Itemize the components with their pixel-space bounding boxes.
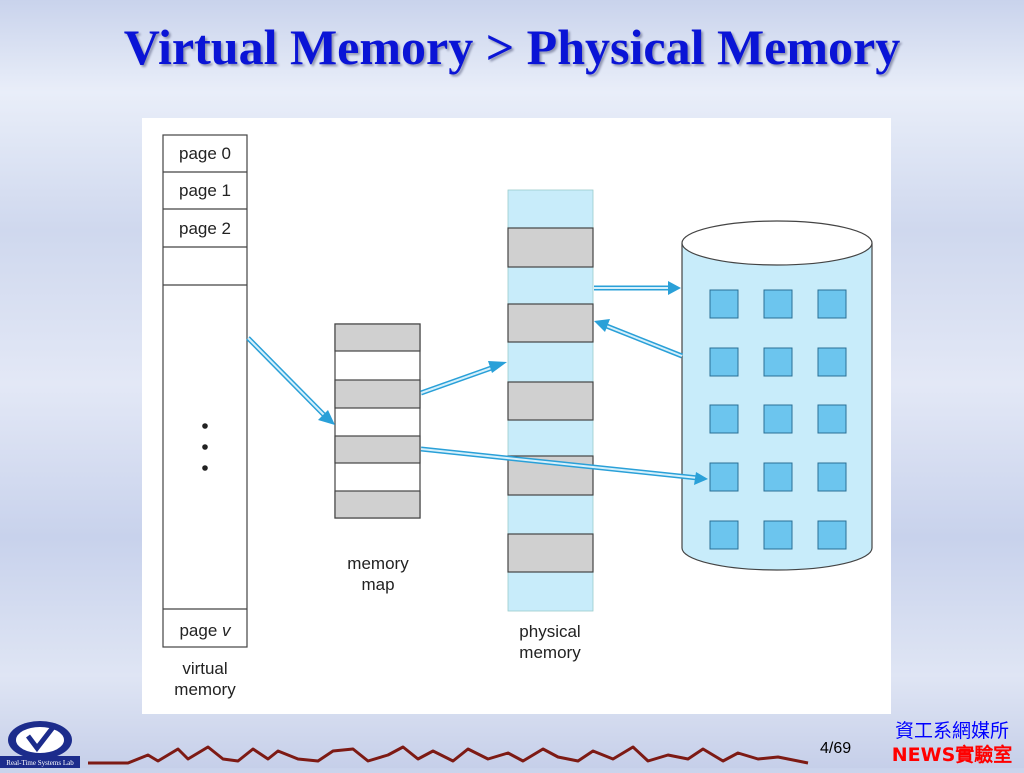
memory-map-entry: [334, 323, 421, 352]
virtual-memory-label: virtual: [182, 659, 227, 678]
arrow-physical-to-disk: [594, 281, 681, 295]
virtual-page-label: page 2: [179, 219, 231, 238]
memory-map-label: map: [361, 575, 394, 594]
disk-top: [681, 220, 873, 266]
physical-memory-label: memory: [519, 643, 581, 662]
memory-map-entry: [334, 379, 421, 409]
memory-map-entry: [334, 435, 421, 464]
arrow-map-to-physical: [420, 361, 507, 396]
lab-name-line2: NEWS實驗室: [891, 744, 1013, 766]
logo-text: Real-Time Systems Lab: [6, 759, 74, 767]
memory-map-outline: [334, 323, 421, 519]
virtual-memory-diagram: page 0 page 1 page 2 page v virtual memo…: [162, 134, 873, 699]
footer-skyline-decoration: [88, 745, 809, 765]
physical-memory-label: physical: [519, 622, 580, 641]
memory-map: memory map: [334, 323, 421, 594]
virtual-memory-column: page 0 page 1 page 2 page v virtual memo…: [162, 134, 248, 699]
disk-blocks: [709, 289, 847, 550]
page-number: 4/69: [820, 740, 852, 757]
physical-frame-used: [507, 303, 594, 343]
arrow-disk-to-physical: [594, 319, 683, 359]
physical-frame-used: [507, 227, 594, 268]
last-virtual-page-label: page v: [179, 621, 232, 640]
arrow-map-to-disk: [420, 446, 708, 485]
slide-title: Virtual Memory > Physical Memory: [123, 19, 901, 75]
virtual-memory-label: memory: [174, 680, 236, 699]
physical-frame-used: [507, 455, 594, 496]
memory-map-entry: [334, 490, 421, 519]
physical-memory-column: physical memory: [507, 189, 594, 662]
memory-map-label: memory: [347, 554, 409, 573]
lab-logo: Real-Time Systems Lab: [0, 712, 90, 768]
ellipsis-dot: [202, 444, 208, 450]
virtual-memory-outline: [162, 134, 248, 648]
ellipsis-dot: [202, 465, 208, 471]
virtual-page-label: page 1: [179, 181, 231, 200]
diagram-panel: page 0 page 1 page 2 page v virtual memo…: [142, 118, 891, 714]
arrow-virtual-to-map: [246, 336, 335, 425]
disk-cylinder: [681, 220, 873, 571]
ellipsis-dot: [202, 423, 208, 429]
virtual-page-label: page 0: [179, 144, 231, 163]
lab-name-line1: 資工系網媒所: [894, 720, 1009, 742]
physical-frame-used: [507, 533, 594, 573]
mapping-arrows: [246, 281, 708, 485]
physical-frame-used: [507, 381, 594, 421]
